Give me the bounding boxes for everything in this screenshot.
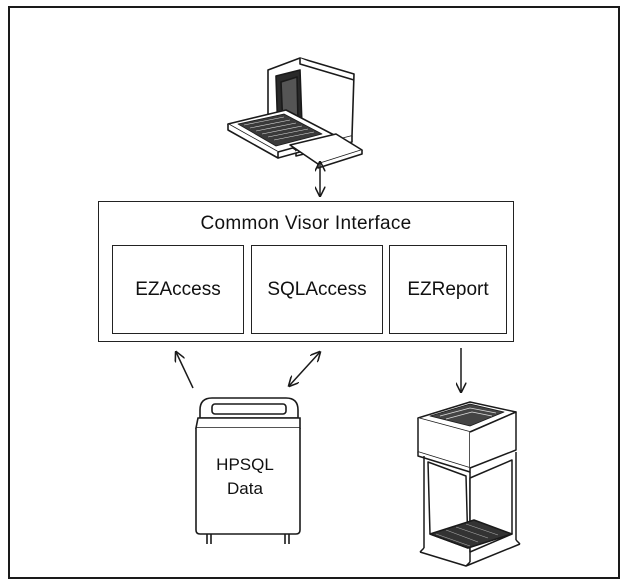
database-label-line1: HPSQL [216, 455, 274, 474]
ezaccess-input-arrow [176, 352, 194, 389]
interface-title: Common Visor Interface [200, 213, 412, 234]
diagram-frame [8, 6, 620, 579]
printer-icon [417, 401, 521, 567]
sqlaccess-module: SQLAccess [251, 245, 383, 334]
database-label-line2: Data [227, 479, 263, 498]
sqlaccess-link-arrow [289, 352, 320, 386]
common-visor-interface: Common Visor Interface EZAccess SQLAcces… [98, 201, 514, 342]
computer-terminal-icon [227, 57, 363, 169]
ezaccess-module: EZAccess [112, 245, 244, 334]
ezreport-module: EZReport [389, 245, 507, 334]
database-drive-icon [195, 397, 301, 544]
